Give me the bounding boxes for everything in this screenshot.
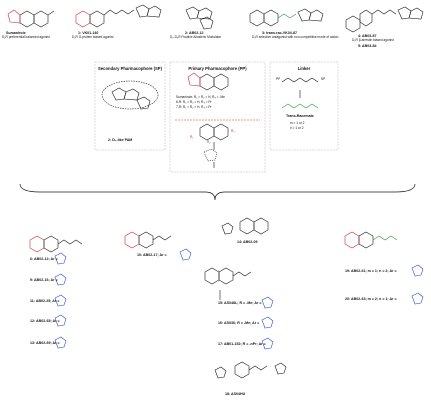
- secondary-pharmacophore-box: [94, 61, 166, 151]
- linker-sp-end: SP: [321, 77, 326, 81]
- compound-sumanirole-desc: D₂R preferential balanced agonist: [2, 35, 50, 39]
- compound-ab03-84: 5: AB03-84: [358, 44, 377, 48]
- compound-vk01-140-desc: D₂R G-protein biased agonist: [72, 35, 114, 39]
- compound-13: 13: AB02-69; Ar =: [30, 341, 60, 345]
- vk01-140-structure: [75, 4, 162, 28]
- compound-6: 6: AB02-12; Ar =: [30, 257, 58, 261]
- pp-line-3: 7-R: R₁ = R₂ = H, R₃ = Pr: [176, 105, 212, 109]
- series-mid-structure: [124, 231, 172, 249]
- aryl-mid: [179, 248, 192, 261]
- linker-cond-m: m = 1 or 2: [290, 121, 305, 125]
- series-left-structure: [29, 235, 83, 253]
- compound-18: 18: AS04HU: [225, 392, 246, 396]
- compound-10: 10: AB02-17; Ar =: [137, 253, 167, 257]
- primary-pharmacophore-title: Primary Pharmacophore (PP): [188, 66, 247, 71]
- sp-compound-label: 2: D₂-like PAM: [108, 138, 133, 142]
- compound-ab02-12-desc: D₂-D₃R Positive Allosteric Modulator: [170, 35, 222, 39]
- series-center-structure: [204, 217, 269, 300]
- compound-9: 9: AB02-16; Ar =: [30, 278, 58, 282]
- pp-line-2: 6-R: R₁ = R₂ = H, R₃ = Pr: [176, 100, 212, 104]
- pp-r3-label: R₃: [231, 129, 235, 133]
- compound-vk01-140: 1: VK01-140: [78, 31, 99, 35]
- linker-cond-n: n = 1 or 2: [290, 126, 304, 130]
- compound-17: 17: AB01-152; R = -nPr; Ar =: [218, 342, 266, 346]
- aryl-left: [54, 252, 67, 349]
- compound-12: 12: AB02-65; Ar =: [30, 319, 60, 323]
- linker-structure: [281, 77, 319, 109]
- compound-20: 20: AB02-63; m = 2; n = 1; Ar =: [345, 297, 397, 301]
- primary-pharmacophore-box: [169, 61, 266, 173]
- linker-racemate: Trans-Racemate: [286, 114, 314, 118]
- ab02-12-structure: [185, 6, 214, 30]
- as04hu-structure: [214, 361, 287, 379]
- compound-ab03-87: 4: AB03-87: [358, 34, 377, 38]
- convergence-bracket: [19, 183, 416, 201]
- sp-structure: [101, 80, 159, 110]
- compound-ab03-87-desc: D₂R β-arrestin biased agonist: [352, 38, 394, 42]
- compound-14: 14: AB02-09: [237, 240, 258, 244]
- compound-vk04-87-desc: D₂R selective antagonist with non-compet…: [252, 35, 339, 39]
- sumanirole-structure: [7, 9, 55, 28]
- pp-r2-label: R₂: [207, 140, 211, 144]
- linker-title: Linker: [297, 66, 311, 71]
- pp-structure: [175, 72, 260, 168]
- vk04-87-structure: [249, 8, 324, 27]
- ab03-87-structure: [345, 6, 424, 33]
- aryl-right: [411, 264, 424, 305]
- secondary-pharmacophore-title: Secondary Pharmacophore (SP): [98, 66, 162, 71]
- pp-r1-label: R₁: [190, 135, 194, 139]
- compound-15: 15: AS048L; R = -Me; Ar =: [218, 301, 262, 305]
- compound-ab02-12: 2: AB02-12: [185, 31, 204, 35]
- aryl-center: [261, 296, 274, 350]
- linker-box: [269, 61, 339, 151]
- compound-sumanirole: Sumanirole: [6, 31, 26, 35]
- compound-11: 11: AB02-25; Ar =: [30, 299, 60, 303]
- compound-16: 16: AS036; R = -Me; Ar =: [218, 321, 260, 325]
- pp-line-1: Sumanirole: R₁ = R₂ = H, R₃ = -Me: [176, 95, 225, 99]
- compound-19: 19: AB02-61; m = 1; n = 2; Ar =: [345, 269, 397, 273]
- linker-pp-end: PP: [276, 77, 281, 81]
- series-right-structure: [344, 231, 398, 249]
- compound-vk04-87: 3: trans-rac-VK04-87: [262, 31, 297, 35]
